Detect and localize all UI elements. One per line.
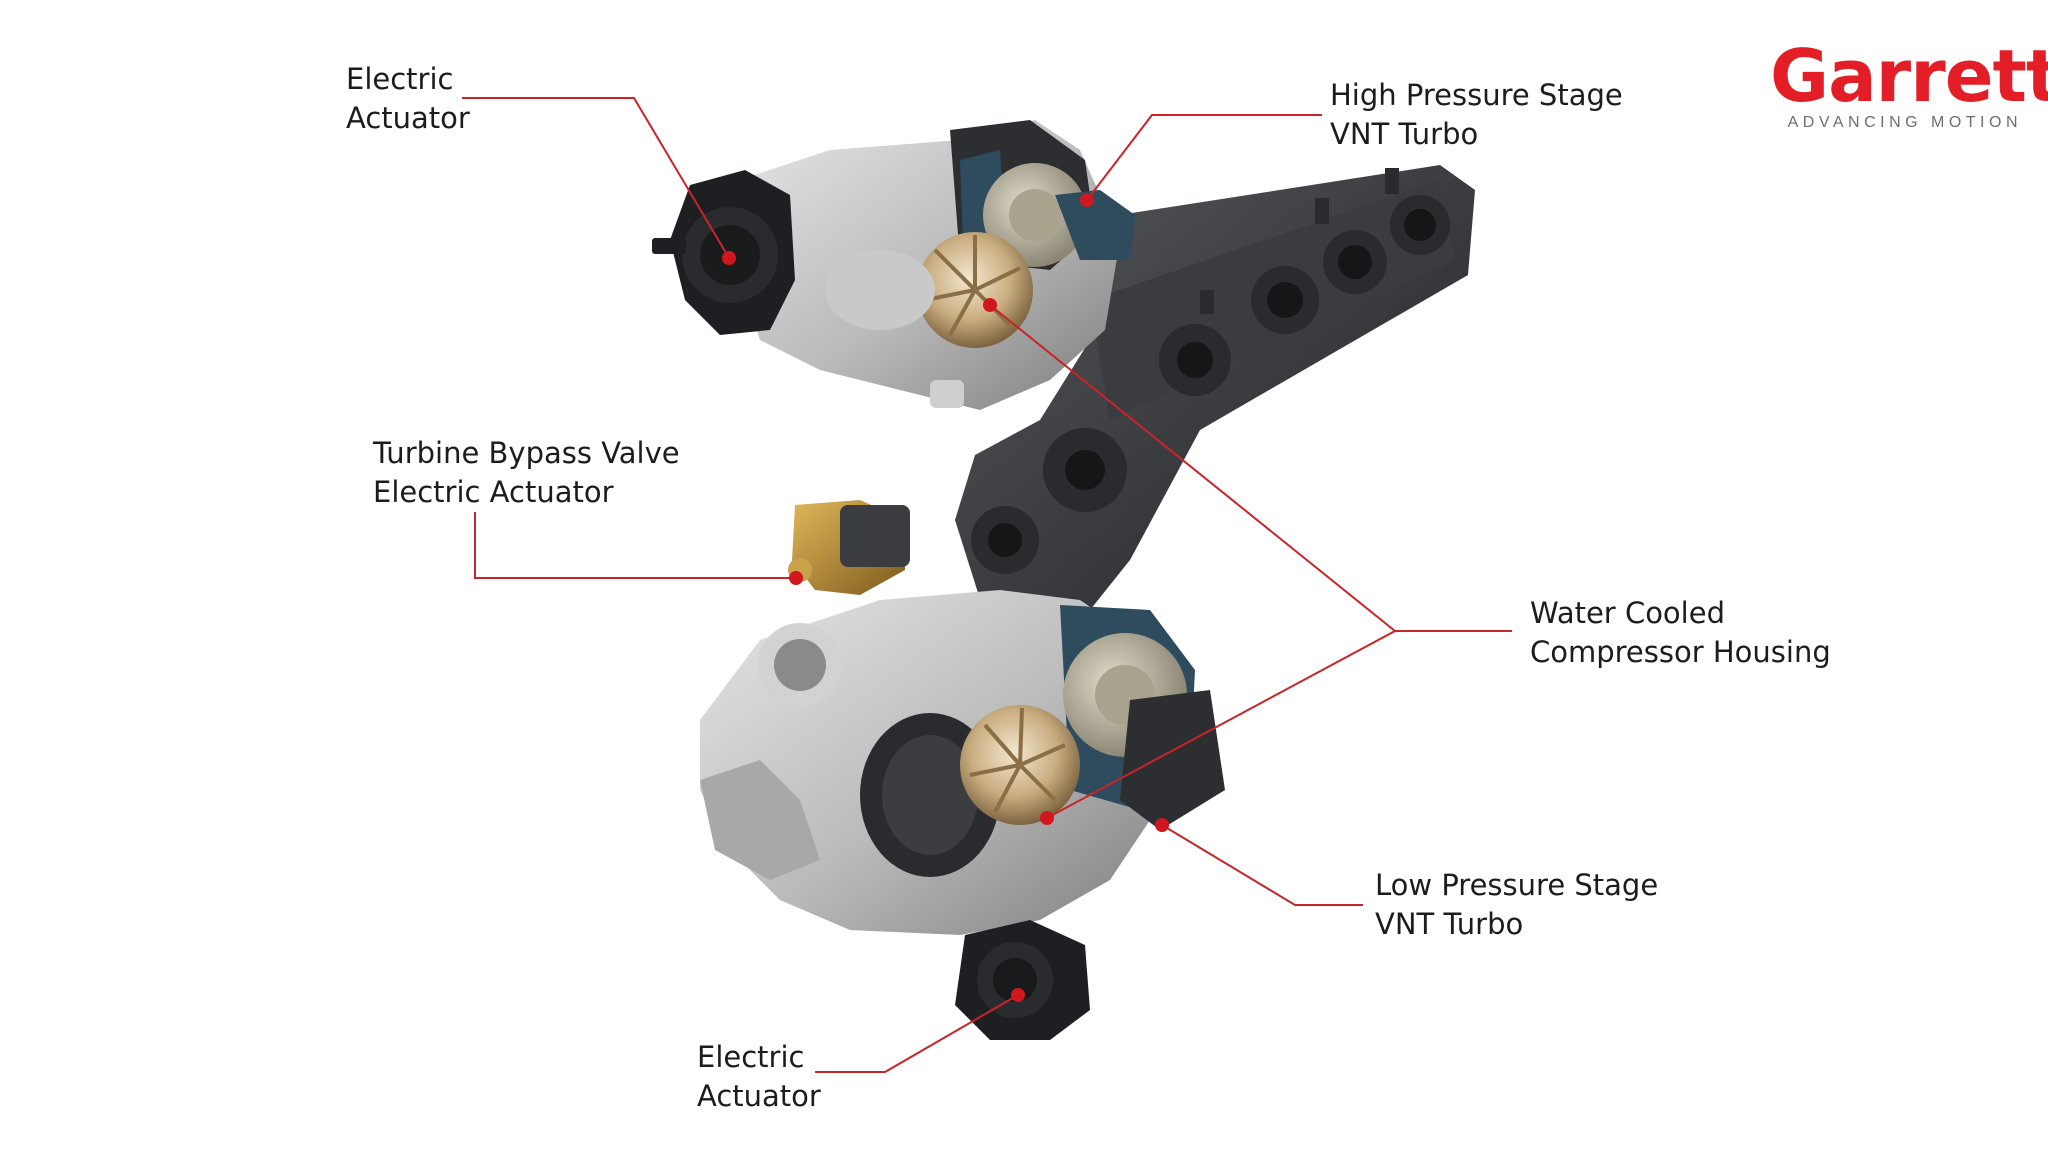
marker-low-pressure-stage bbox=[1155, 818, 1169, 832]
leader-low-pressure-stage bbox=[1161, 824, 1363, 906]
callout-markers bbox=[722, 193, 1169, 1002]
callout-line: VNT Turbo bbox=[1330, 117, 1479, 151]
callout-line: Electric bbox=[697, 1040, 805, 1074]
bottom-electric-actuator bbox=[955, 920, 1090, 1040]
top-electric-actuator bbox=[652, 170, 795, 335]
brand-tagline: ADVANCING MOTION bbox=[1787, 114, 2022, 131]
callout-line: Turbine Bypass Valve bbox=[373, 436, 680, 470]
callout-electric-actuator-top: Electric Actuator bbox=[346, 60, 470, 138]
callout-line: High Pressure Stage bbox=[1330, 78, 1623, 112]
callout-line: Compressor Housing bbox=[1530, 635, 1831, 669]
marker-water-cooled-b bbox=[1040, 811, 1054, 825]
callout-line: Low Pressure Stage bbox=[1375, 868, 1659, 902]
callout-line: VNT Turbo bbox=[1375, 907, 1524, 941]
low-pressure-turbo bbox=[700, 590, 1225, 935]
callout-line: Electric bbox=[346, 62, 454, 96]
callout-turbine-bypass-valve: Turbine Bypass Valve Electric Actuator bbox=[373, 434, 680, 512]
marker-water-cooled-a bbox=[983, 298, 997, 312]
marker-electric-actuator-top bbox=[722, 251, 736, 265]
leader-high-pressure-stage bbox=[1086, 114, 1322, 201]
high-pressure-turbo bbox=[735, 120, 1135, 410]
callout-high-pressure-stage: High Pressure Stage VNT Turbo bbox=[1330, 76, 1623, 154]
leader-electric-actuator-top bbox=[462, 97, 730, 259]
leader-electric-actuator-bottom bbox=[815, 994, 1019, 1073]
callout-line: Water Cooled bbox=[1530, 596, 1725, 630]
brand-name: Garrett bbox=[1770, 34, 2048, 118]
callout-line: Actuator bbox=[346, 101, 470, 135]
callout-electric-actuator-bottom: Electric Actuator bbox=[697, 1038, 821, 1116]
garrett-logo: Garrett ADVANCING MOTION bbox=[1770, 34, 2048, 132]
marker-high-pressure-stage bbox=[1080, 193, 1094, 207]
bypass-valve-actuator bbox=[788, 500, 910, 595]
marker-electric-actuator-bottom bbox=[1011, 988, 1025, 1002]
leader-turbine-bypass-valve bbox=[474, 512, 796, 579]
marker-turbine-bypass-valve bbox=[789, 571, 803, 585]
callout-line: Electric Actuator bbox=[373, 475, 614, 509]
callout-line: Actuator bbox=[697, 1079, 821, 1113]
callout-low-pressure-stage: Low Pressure Stage VNT Turbo bbox=[1375, 866, 1658, 944]
leader-lines bbox=[462, 97, 1512, 1073]
callout-water-cooled-compressor-housing: Water Cooled Compressor Housing bbox=[1530, 594, 1831, 672]
leader-water-cooled-b bbox=[1046, 630, 1396, 819]
